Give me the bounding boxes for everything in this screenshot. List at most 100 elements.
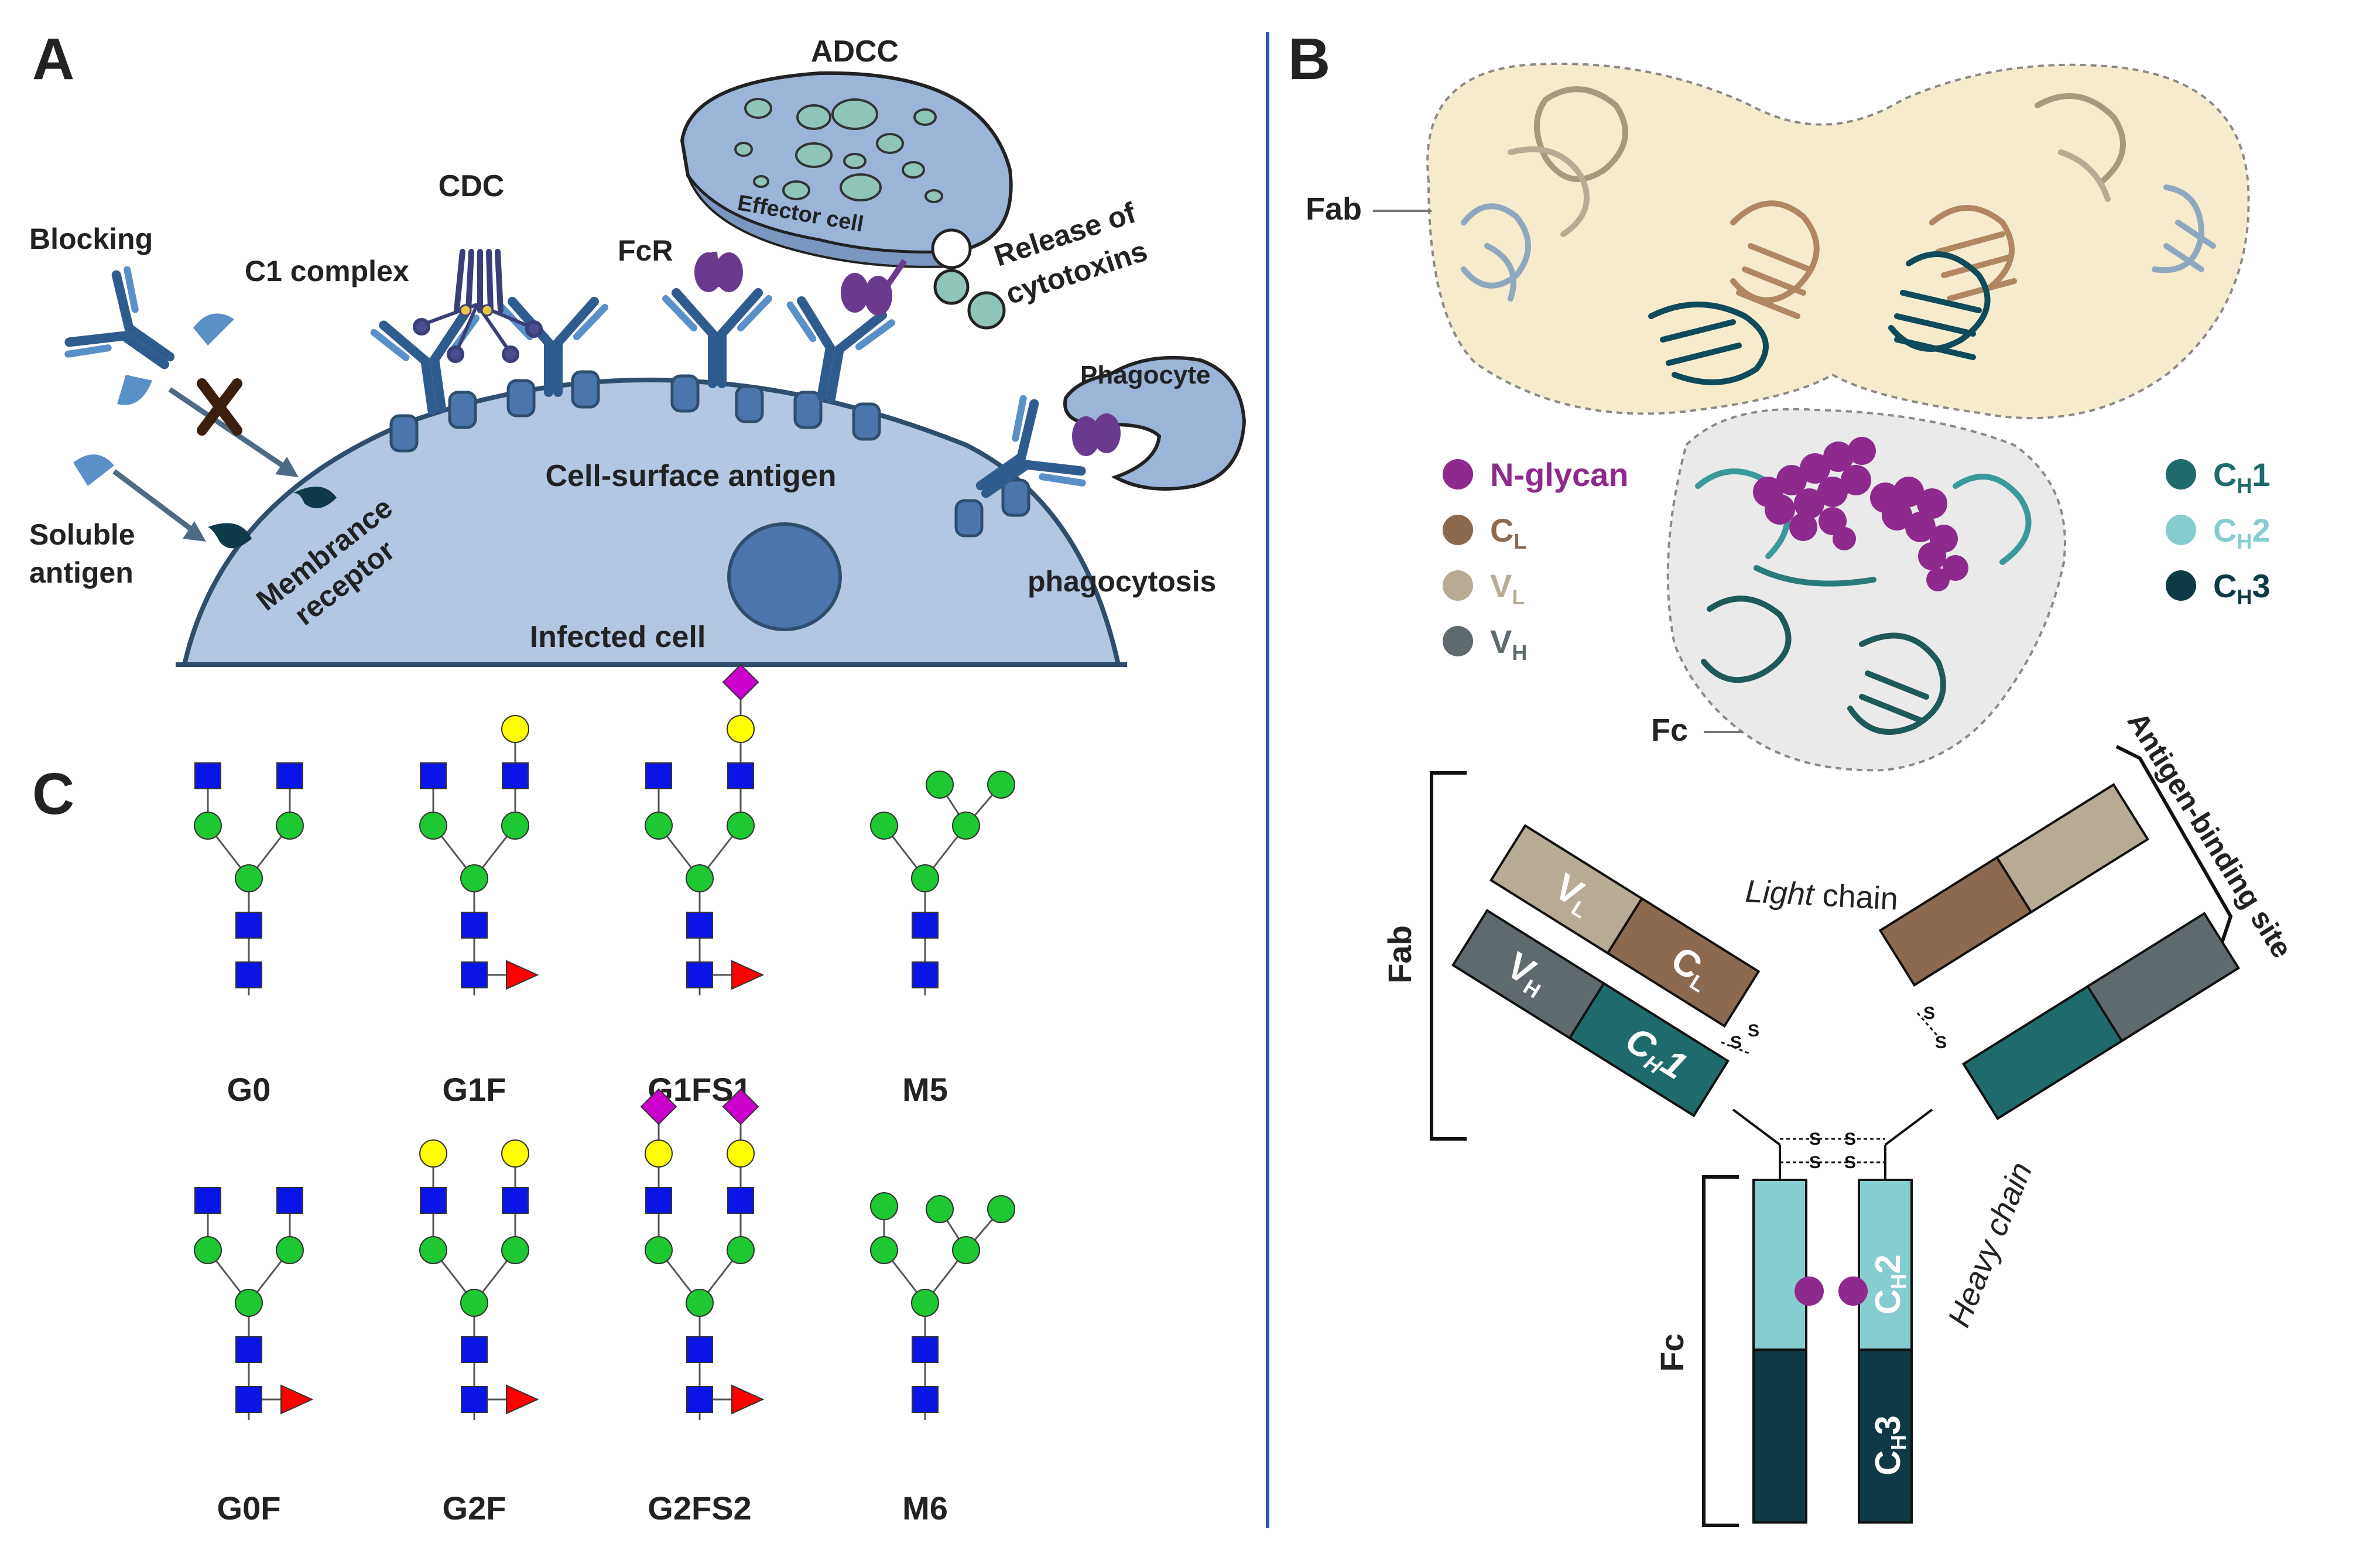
heavy-chain-label: Heavy chain [1941, 1157, 2039, 1332]
legend-left-swatch [1443, 459, 1473, 490]
glycan-structure: G0F [194, 1187, 314, 1527]
fucose-triangle [731, 960, 765, 990]
galactose-circle [419, 1139, 447, 1168]
glycan-label: M5 [902, 1071, 948, 1108]
fc-domains: CH2 CH3 [1752, 1179, 1913, 1524]
glcnac-square [502, 762, 529, 789]
sialic-diamond [640, 1088, 677, 1125]
cdc-label: CDC [439, 169, 505, 203]
glcnac-square [502, 1187, 529, 1214]
svg-text:S: S [1809, 1130, 1821, 1149]
svg-text:S: S [1809, 1153, 1821, 1172]
blocking-arrows [112, 387, 299, 542]
glcnac-square [235, 1336, 262, 1363]
legend-left-label: CL [1490, 512, 1526, 553]
glcnac-square [420, 762, 447, 789]
legend-right-label: CH2 [2213, 512, 2271, 553]
mannose-circle [727, 812, 755, 840]
glycan-structure: G1F [419, 715, 539, 1108]
glycan-label: G0F [217, 1490, 281, 1527]
c1-complex [413, 249, 543, 363]
left-ch1-domain [1568, 981, 1730, 1118]
glcnac-square [276, 762, 303, 789]
effector-granules [734, 98, 943, 203]
mannose-circle [501, 1236, 529, 1264]
legend-right-swatch [2166, 459, 2196, 490]
mannose-circle [276, 1236, 304, 1264]
legend-left-label: VH [1490, 623, 1527, 665]
phagocyte [1063, 355, 1246, 491]
ch3-label: CH3 [1868, 1415, 1910, 1476]
left-ch2-domain [1752, 1179, 1807, 1351]
structure-fc-label: Fc [1651, 713, 1688, 748]
mannose-circle [727, 1236, 755, 1264]
light-chain-label: Light chain [1744, 874, 1899, 917]
mannose-circle [194, 812, 222, 840]
glcnac-square [727, 1187, 754, 1214]
block-cross [197, 378, 242, 436]
svg-text:S: S [1923, 1004, 1935, 1023]
glcnac-square [912, 1336, 939, 1363]
glycan-structure: M5 [870, 771, 1015, 1108]
mannose-circle [194, 1236, 222, 1264]
mannose-circle [952, 1236, 980, 1264]
right-heavy-chain [1961, 912, 2241, 1121]
fucose-triangle [731, 1384, 765, 1415]
glcnac-square [276, 1187, 303, 1214]
mannose-circle [686, 864, 714, 892]
ch2-label: CH2 [1868, 1254, 1910, 1315]
galactose-circle [645, 1139, 673, 1168]
mannose-circle [870, 1192, 898, 1220]
soluble-antigen-shape [193, 313, 234, 345]
svg-text:S: S [1730, 1033, 1742, 1052]
fucose-triangle [280, 1384, 314, 1415]
left-heavy-chain: VH CH1 [1451, 909, 1730, 1118]
mannose-circle [645, 812, 673, 840]
legend-left-swatch [1443, 570, 1473, 601]
right-light-chain [1878, 783, 2150, 987]
nucleus [727, 522, 842, 631]
glcnac-square [727, 762, 754, 789]
galactose-circle [727, 715, 755, 743]
mannose-circle [987, 771, 1015, 799]
glcnac-square [235, 1386, 262, 1413]
svg-text:S: S [1748, 1021, 1759, 1041]
glycan-label: G1F [443, 1071, 506, 1108]
fab-envelope [1426, 62, 2250, 420]
legend-left-label: VL [1490, 567, 1525, 609]
svg-text:S: S [1935, 1033, 1947, 1052]
mannose-circle [926, 771, 954, 799]
mannose-circle [987, 1195, 1015, 1223]
legend-right-swatch [2166, 515, 2196, 545]
infected-cell-label: Infected cell [530, 620, 706, 654]
ribbon-domains [1461, 86, 2216, 735]
glcnac-square [461, 1336, 488, 1363]
glycan-label: G2F [443, 1490, 506, 1527]
hinge-lines [1732, 1108, 1933, 1180]
glcnac-square [686, 1386, 713, 1413]
cell-surface-antigen-label: Cell-surface antigen [545, 459, 836, 493]
c1-complex-label: C1 complex [245, 255, 409, 288]
glcnac-square [686, 961, 713, 988]
left-cl-domain [1606, 896, 1761, 1028]
glcnac-square [461, 912, 488, 939]
glcnac-square [194, 1187, 221, 1214]
mannose-circle [235, 864, 263, 892]
panel-b-schematic: Fab Fc Antigen-binding site VL CL VH CH1 [1381, 706, 2299, 1527]
glcnac-square [461, 1386, 488, 1413]
schematic-fc-label: Fc [1653, 1333, 1690, 1371]
disulfide-bonds [1721, 1012, 1939, 1163]
cytotoxins [931, 228, 1006, 330]
right-ch3-domain [1858, 1349, 1913, 1524]
blocking-antibody [63, 266, 234, 486]
glycan-structure: G0 [194, 762, 304, 1108]
mannose-circle [686, 1289, 714, 1317]
fc-bracket [1702, 1175, 1739, 1527]
mannose-circle [460, 864, 488, 892]
legend-right-label: CH3 [2213, 567, 2271, 609]
mannose-circle [460, 1289, 488, 1317]
soluble-label-line1: Soluble [29, 518, 135, 551]
mannose-circle [911, 1289, 939, 1317]
